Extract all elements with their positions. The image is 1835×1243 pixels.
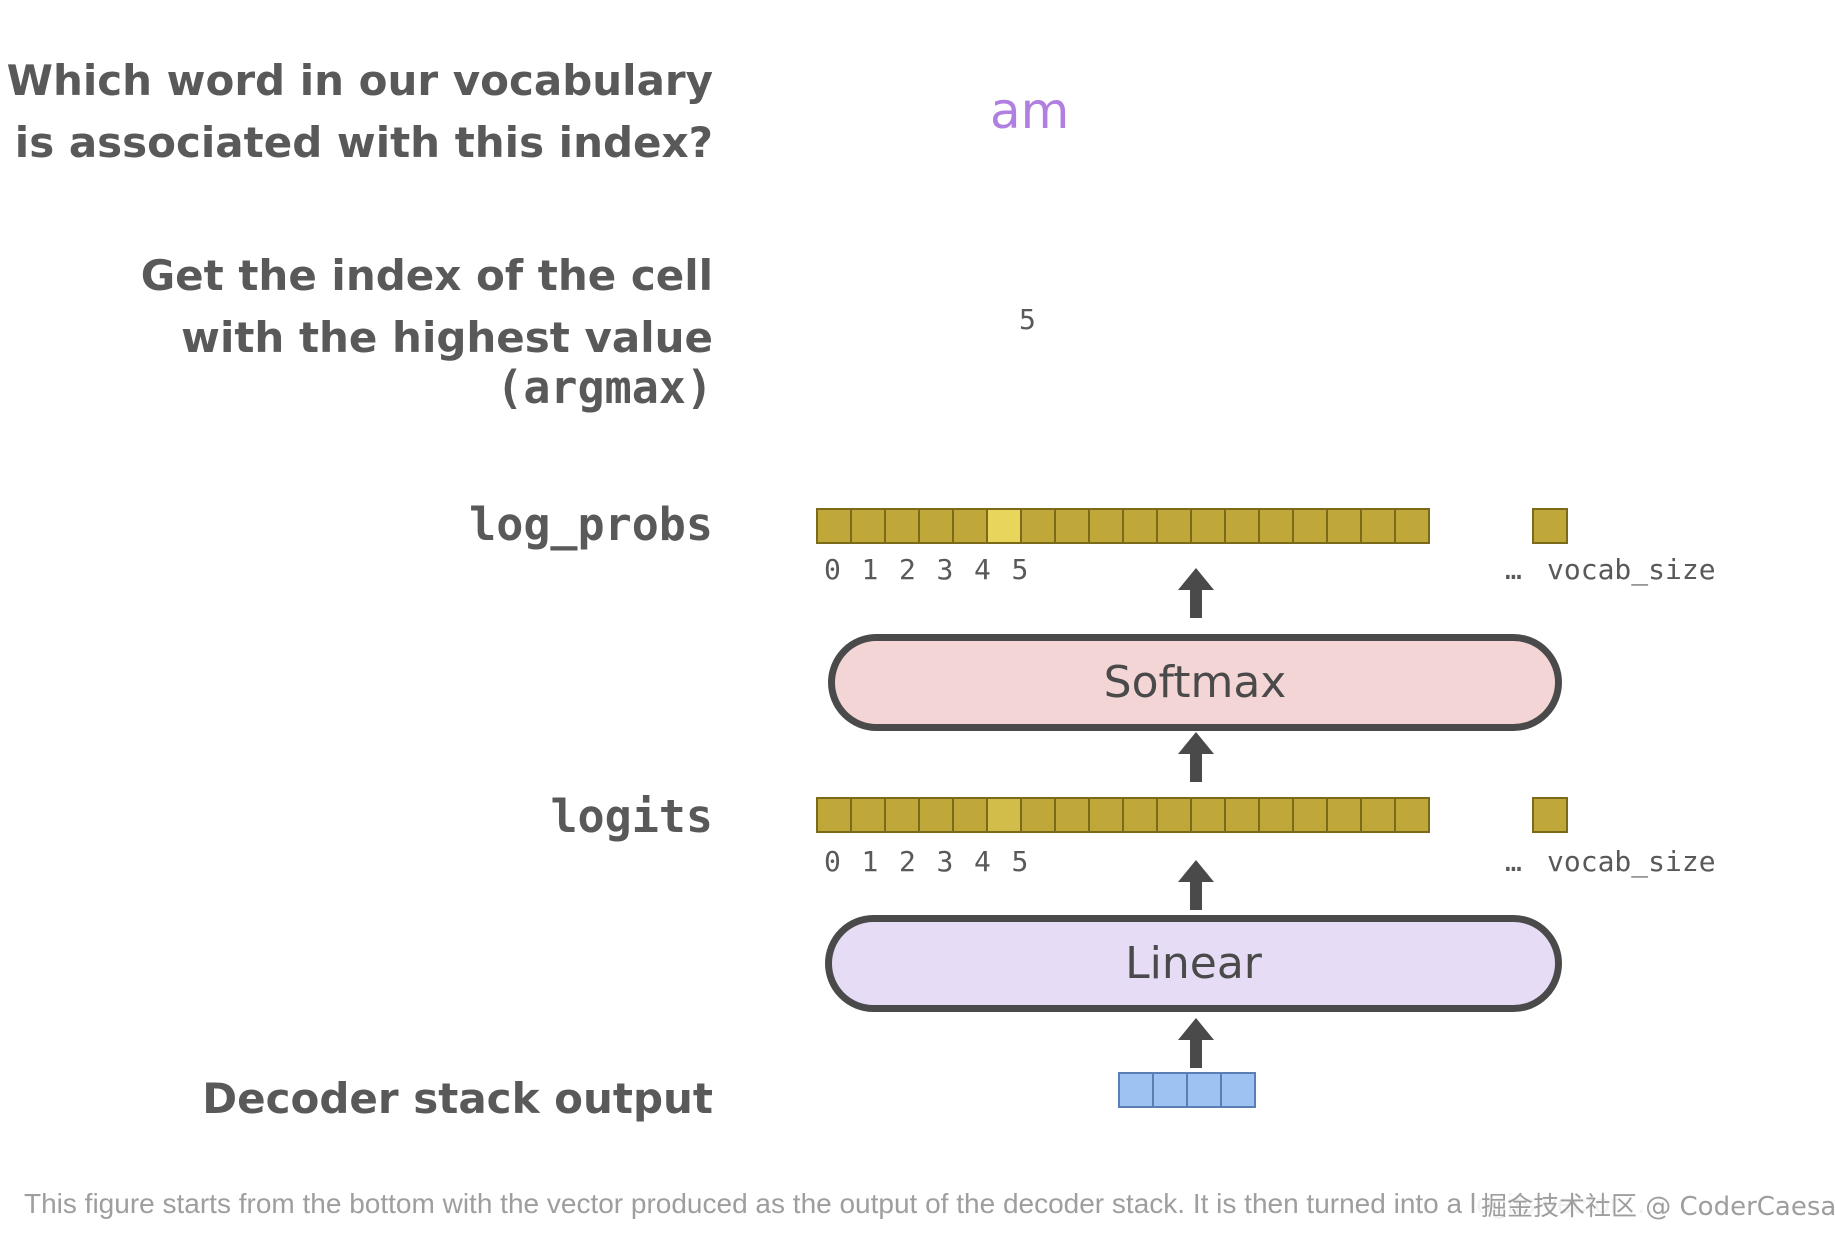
vector-cell (1532, 797, 1568, 833)
linear-label: Linear (1125, 938, 1262, 989)
vector-cell (952, 797, 988, 833)
question-line-1: Which word in our vocabulary (6, 56, 713, 105)
index-label: 0 (824, 553, 841, 586)
argmax-line-3: (argmax) (496, 361, 713, 414)
softmax-label: Softmax (1103, 657, 1287, 708)
arrow-up-icon (1178, 860, 1214, 910)
figure-caption: This figure starts from the bottom with … (24, 1188, 1656, 1219)
output-index: 5 (1019, 303, 1036, 336)
vector-cell (1326, 797, 1362, 833)
linear-layer: Linear (825, 915, 1562, 1012)
logits-ellipsis: … (1505, 845, 1522, 878)
log-probs-label: log_probs (469, 498, 713, 551)
vector-cell (1292, 797, 1328, 833)
vector-cell (1186, 1072, 1222, 1108)
index-label: 1 (861, 845, 879, 878)
vector-cell (816, 797, 852, 833)
vector-cell (1394, 508, 1430, 544)
vector-cell (1088, 797, 1124, 833)
watermark: 掘金技术社区 @ CoderCaesar (1475, 1186, 1835, 1223)
vector-cell (1224, 508, 1260, 544)
vector-cell (884, 508, 920, 544)
output-word: am (990, 82, 1070, 140)
question-label: Which word in our vocabulary is associat… (7, 50, 713, 174)
logits-vector (816, 797, 1430, 833)
vector-cell (1020, 797, 1056, 833)
index-label: 2 (899, 553, 916, 586)
vector-cell (884, 797, 920, 833)
arrow-up-icon (1178, 1018, 1214, 1068)
vector-cell (986, 797, 1022, 833)
vector-cell (1190, 797, 1226, 833)
vector-cell (952, 508, 988, 544)
argmax-line-1: Get the index of the cell (140, 251, 713, 300)
log-probs-last-cell (1532, 508, 1568, 544)
arrow-up-icon (1178, 568, 1214, 618)
vector-cell (1152, 1072, 1188, 1108)
logits-label: logits (550, 790, 713, 843)
vector-cell (1156, 797, 1192, 833)
vector-cell (1360, 508, 1396, 544)
vector-cell (1122, 797, 1158, 833)
index-label: 2 (899, 845, 916, 878)
vector-cell (986, 508, 1022, 544)
vector-cell (1088, 508, 1124, 544)
vector-cell (850, 508, 886, 544)
index-label: 1 (861, 553, 879, 586)
vector-cell (1054, 797, 1090, 833)
vector-cell (1118, 1072, 1154, 1108)
index-label: 0 (824, 845, 841, 878)
question-line-2: is associated with this index? (14, 118, 713, 167)
vector-cell (1054, 508, 1090, 544)
log-probs-vector (816, 508, 1430, 544)
vector-cell (918, 508, 954, 544)
vector-cell (1156, 508, 1192, 544)
index-label: 5 (1011, 845, 1029, 878)
vector-cell (1190, 508, 1226, 544)
vector-cell (1326, 508, 1362, 544)
vector-cell (1122, 508, 1158, 544)
log-probs-ellipsis: … (1505, 553, 1522, 586)
arrow-up-icon (1178, 732, 1214, 782)
decoder-output-vector (1118, 1072, 1256, 1108)
index-label: 3 (936, 845, 954, 878)
vector-cell (1532, 508, 1568, 544)
vector-cell (1394, 797, 1430, 833)
vector-cell (1360, 797, 1396, 833)
vector-cell (1258, 797, 1294, 833)
index-label: 5 (1011, 553, 1029, 586)
index-label: 4 (974, 845, 991, 878)
index-label: 3 (936, 553, 954, 586)
argmax-label: Get the index of the cell with the highe… (141, 245, 713, 369)
softmax-layer: Softmax (828, 634, 1562, 731)
index-label: 4 (974, 553, 991, 586)
vector-cell (1292, 508, 1328, 544)
vector-cell (1224, 797, 1260, 833)
vector-cell (850, 797, 886, 833)
vector-cell (1220, 1072, 1256, 1108)
vector-cell (816, 508, 852, 544)
decoder-output-label: Decoder stack output (202, 1074, 713, 1123)
logits-vocab-size: vocab_size (1547, 845, 1716, 878)
vector-cell (918, 797, 954, 833)
vector-cell (1258, 508, 1294, 544)
vector-cell (1020, 508, 1056, 544)
logits-last-cell (1532, 797, 1568, 833)
log-probs-vocab-size: vocab_size (1547, 553, 1716, 586)
argmax-line-2: with the highest value (181, 313, 713, 362)
